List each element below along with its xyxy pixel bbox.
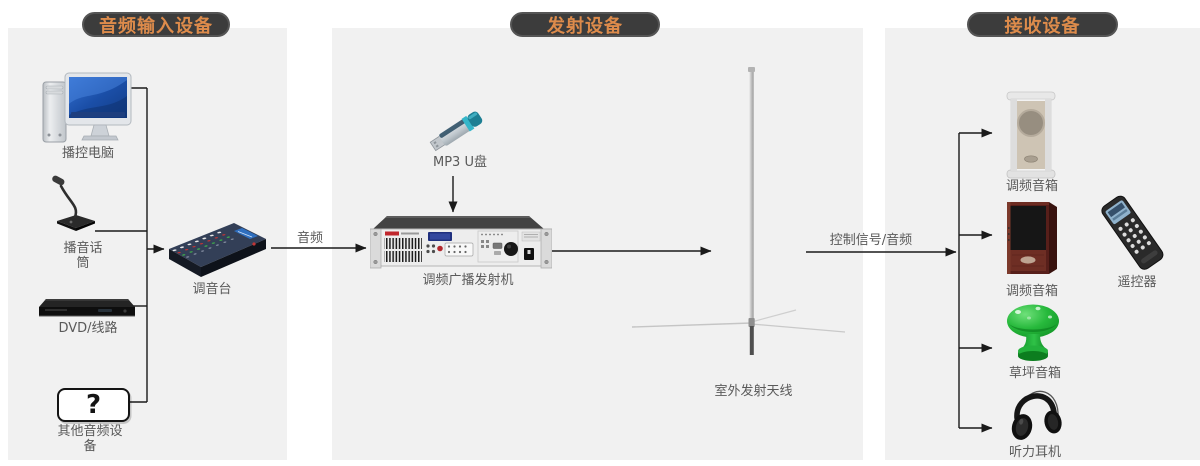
headphones-icon (1011, 390, 1062, 440)
device-computer (38, 70, 134, 156)
section-badge-transmit: 发射设备 (510, 12, 660, 37)
device-mixer (162, 214, 272, 288)
other-device-box: ? (57, 388, 130, 422)
device-dvd (36, 292, 138, 324)
box-speaker-label: 调频音箱 (1005, 284, 1058, 299)
antenna-label: 室外发射天线 (714, 384, 793, 399)
column-speaker-icon (1006, 91, 1056, 179)
transmitter-label: 调频广播发射机 (422, 273, 514, 288)
audio-link-label: 音频 (296, 231, 323, 246)
computer-label: 播控电脑 (61, 146, 114, 161)
remote-control-icon (1101, 195, 1164, 270)
device-usb (424, 106, 490, 162)
remote-label: 遥控器 (1117, 275, 1157, 290)
headphones-label: 听力耳机 (1008, 445, 1061, 460)
usb-label: MP3 U盘 (433, 155, 487, 170)
question-mark-icon: ? (85, 390, 102, 420)
dvd-label: DVD/线路 (58, 321, 118, 336)
section-badge-audio-input: 音频输入设备 (82, 12, 230, 37)
mixer-label: 调音台 (192, 282, 232, 297)
computer-icon (42, 72, 132, 143)
device-lawn-speaker (1005, 302, 1063, 372)
lawn-speaker-icon (1007, 304, 1059, 361)
antenna-icon (631, 67, 846, 355)
control-link-label: 控制信号/音频 (829, 233, 913, 248)
fm-transmitter-icon (369, 216, 553, 269)
device-microphone (48, 172, 104, 240)
microphone-icon (52, 175, 95, 231)
other-device-label: 其他音频设 备 (57, 424, 123, 454)
device-remote (1096, 190, 1168, 280)
device-column-speaker (1006, 91, 1056, 183)
device-antenna (630, 64, 860, 368)
mixer-icon (169, 223, 266, 277)
section-badge-receive: 接收设备 (967, 12, 1118, 37)
box-speaker-icon (1007, 202, 1057, 274)
column-speaker-label: 调频音箱 (1005, 179, 1058, 194)
device-box-speaker (1004, 200, 1060, 282)
microphone-label: 播音话 筒 (63, 241, 103, 271)
usb-drive-icon (429, 111, 483, 152)
device-headphones (1008, 380, 1064, 448)
device-transmitter (369, 213, 553, 274)
lawn-speaker-label: 草坪音箱 (1008, 366, 1061, 381)
dvd-player-icon (39, 299, 135, 317)
